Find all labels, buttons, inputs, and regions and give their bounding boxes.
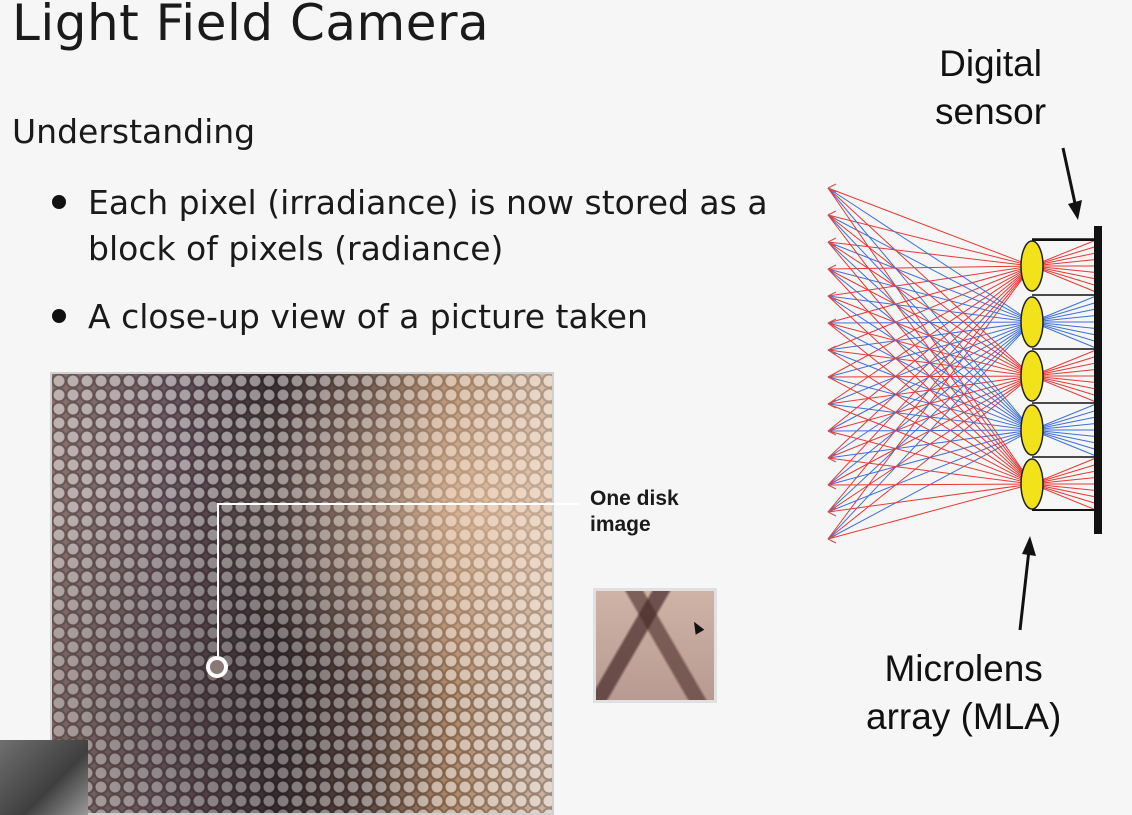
microlens: [1020, 404, 1044, 456]
slide-subtitle: Understanding: [12, 112, 256, 151]
bullet-item: A close-up view of a picture taken: [50, 294, 788, 340]
light-ray: [827, 265, 1033, 486]
light-field-diagram: [820, 40, 1120, 760]
ray-arrowhead: [827, 480, 837, 490]
light-ray: [827, 403, 1033, 485]
sensor-arrow-line: [1061, 147, 1078, 209]
light-ray: [827, 483, 1033, 486]
light-ray: [827, 265, 1033, 378]
ray-arrowhead: [827, 426, 837, 436]
light-ray: [827, 349, 1033, 485]
ray-arrowhead: [827, 534, 837, 544]
mla-label-line2: array (MLA): [866, 696, 1062, 737]
ray-arrowhead: [827, 183, 837, 193]
light-ray: [827, 268, 1033, 485]
mla-label: Microlens array (MLA): [866, 645, 1061, 741]
ray-arrowhead: [827, 210, 837, 220]
microlens: [1020, 350, 1044, 402]
light-ray: [827, 187, 1033, 267]
light-ray: [827, 322, 1033, 485]
light-ray: [827, 265, 1033, 405]
light-ray: [827, 214, 1033, 485]
light-ray: [827, 457, 1033, 485]
ray-arrowhead: [827, 318, 837, 328]
mla-label-line1: Microlens: [884, 648, 1043, 689]
light-ray: [827, 295, 1033, 485]
light-ray: [827, 376, 1033, 485]
mouse-cursor-icon: [689, 619, 705, 635]
light-ray: [827, 265, 1033, 270]
bullet-list: Each pixel (irradiance) is now stored as…: [50, 180, 788, 362]
light-ray: [827, 430, 1033, 485]
sensor-arrow-head: [1068, 200, 1082, 220]
ray-arrowhead: [827, 291, 837, 301]
bullet-dot-icon: [52, 195, 66, 209]
sensor-label-line1: Digital: [939, 43, 1042, 84]
light-ray: [827, 265, 1033, 459]
light-ray: [827, 483, 1033, 540]
photo-shading: [52, 374, 552, 813]
light-ray: [827, 265, 1033, 297]
ray-arrowhead: [827, 345, 837, 355]
light-ray: [827, 187, 1033, 377]
microlens: [1020, 458, 1044, 510]
mla-arrow-line: [1018, 549, 1031, 631]
sensor-label-line2: sensor: [935, 91, 1047, 132]
bullet-dot-icon: [52, 309, 66, 323]
bullet-text: Each pixel (irradiance) is now stored as…: [88, 183, 768, 268]
ray-arrowhead: [827, 507, 837, 517]
ray-arrowhead: [827, 372, 837, 382]
ray-arrowhead: [827, 453, 837, 463]
microlens: [1020, 240, 1044, 292]
bullet-text: A close-up view of a picture taken: [88, 297, 648, 336]
ray-arrowhead: [827, 264, 837, 274]
disk-image-zoom: [593, 588, 717, 703]
light-ray: [827, 265, 1033, 513]
callout-label: One disk image: [590, 487, 679, 536]
bullet-item: Each pixel (irradiance) is now stored as…: [50, 180, 788, 272]
light-ray: [827, 187, 1033, 431]
webcam-thumbnail: [0, 740, 88, 815]
light-ray: [827, 214, 1033, 377]
light-ray: [827, 214, 1033, 267]
mla-arrow-head: [1022, 536, 1036, 556]
sensor-label: Digital sensor: [935, 40, 1046, 136]
light-ray: [827, 265, 1033, 432]
callout-line: [217, 503, 579, 505]
light-ray: [827, 265, 1033, 324]
light-ray: [827, 187, 1033, 323]
light-ray: [827, 265, 1033, 351]
light-ray: [827, 187, 1033, 485]
light-ray: [827, 265, 1033, 540]
ray-arrowhead: [827, 237, 837, 247]
light-ray: [827, 241, 1033, 267]
light-ray: [827, 241, 1033, 485]
microlens: [1020, 296, 1044, 348]
digital-sensor: [1094, 226, 1102, 534]
ray-arrowhead: [827, 399, 837, 409]
slide-title: Light Field Camera: [12, 0, 490, 52]
light-ray: [827, 214, 1033, 431]
closeup-photo: [50, 372, 554, 815]
disk-highlight-ring: [206, 656, 228, 678]
ray-diagram-svg: [827, 147, 1102, 631]
light-ray: [827, 483, 1033, 513]
callout-line: [217, 503, 219, 660]
light-ray: [827, 214, 1033, 323]
